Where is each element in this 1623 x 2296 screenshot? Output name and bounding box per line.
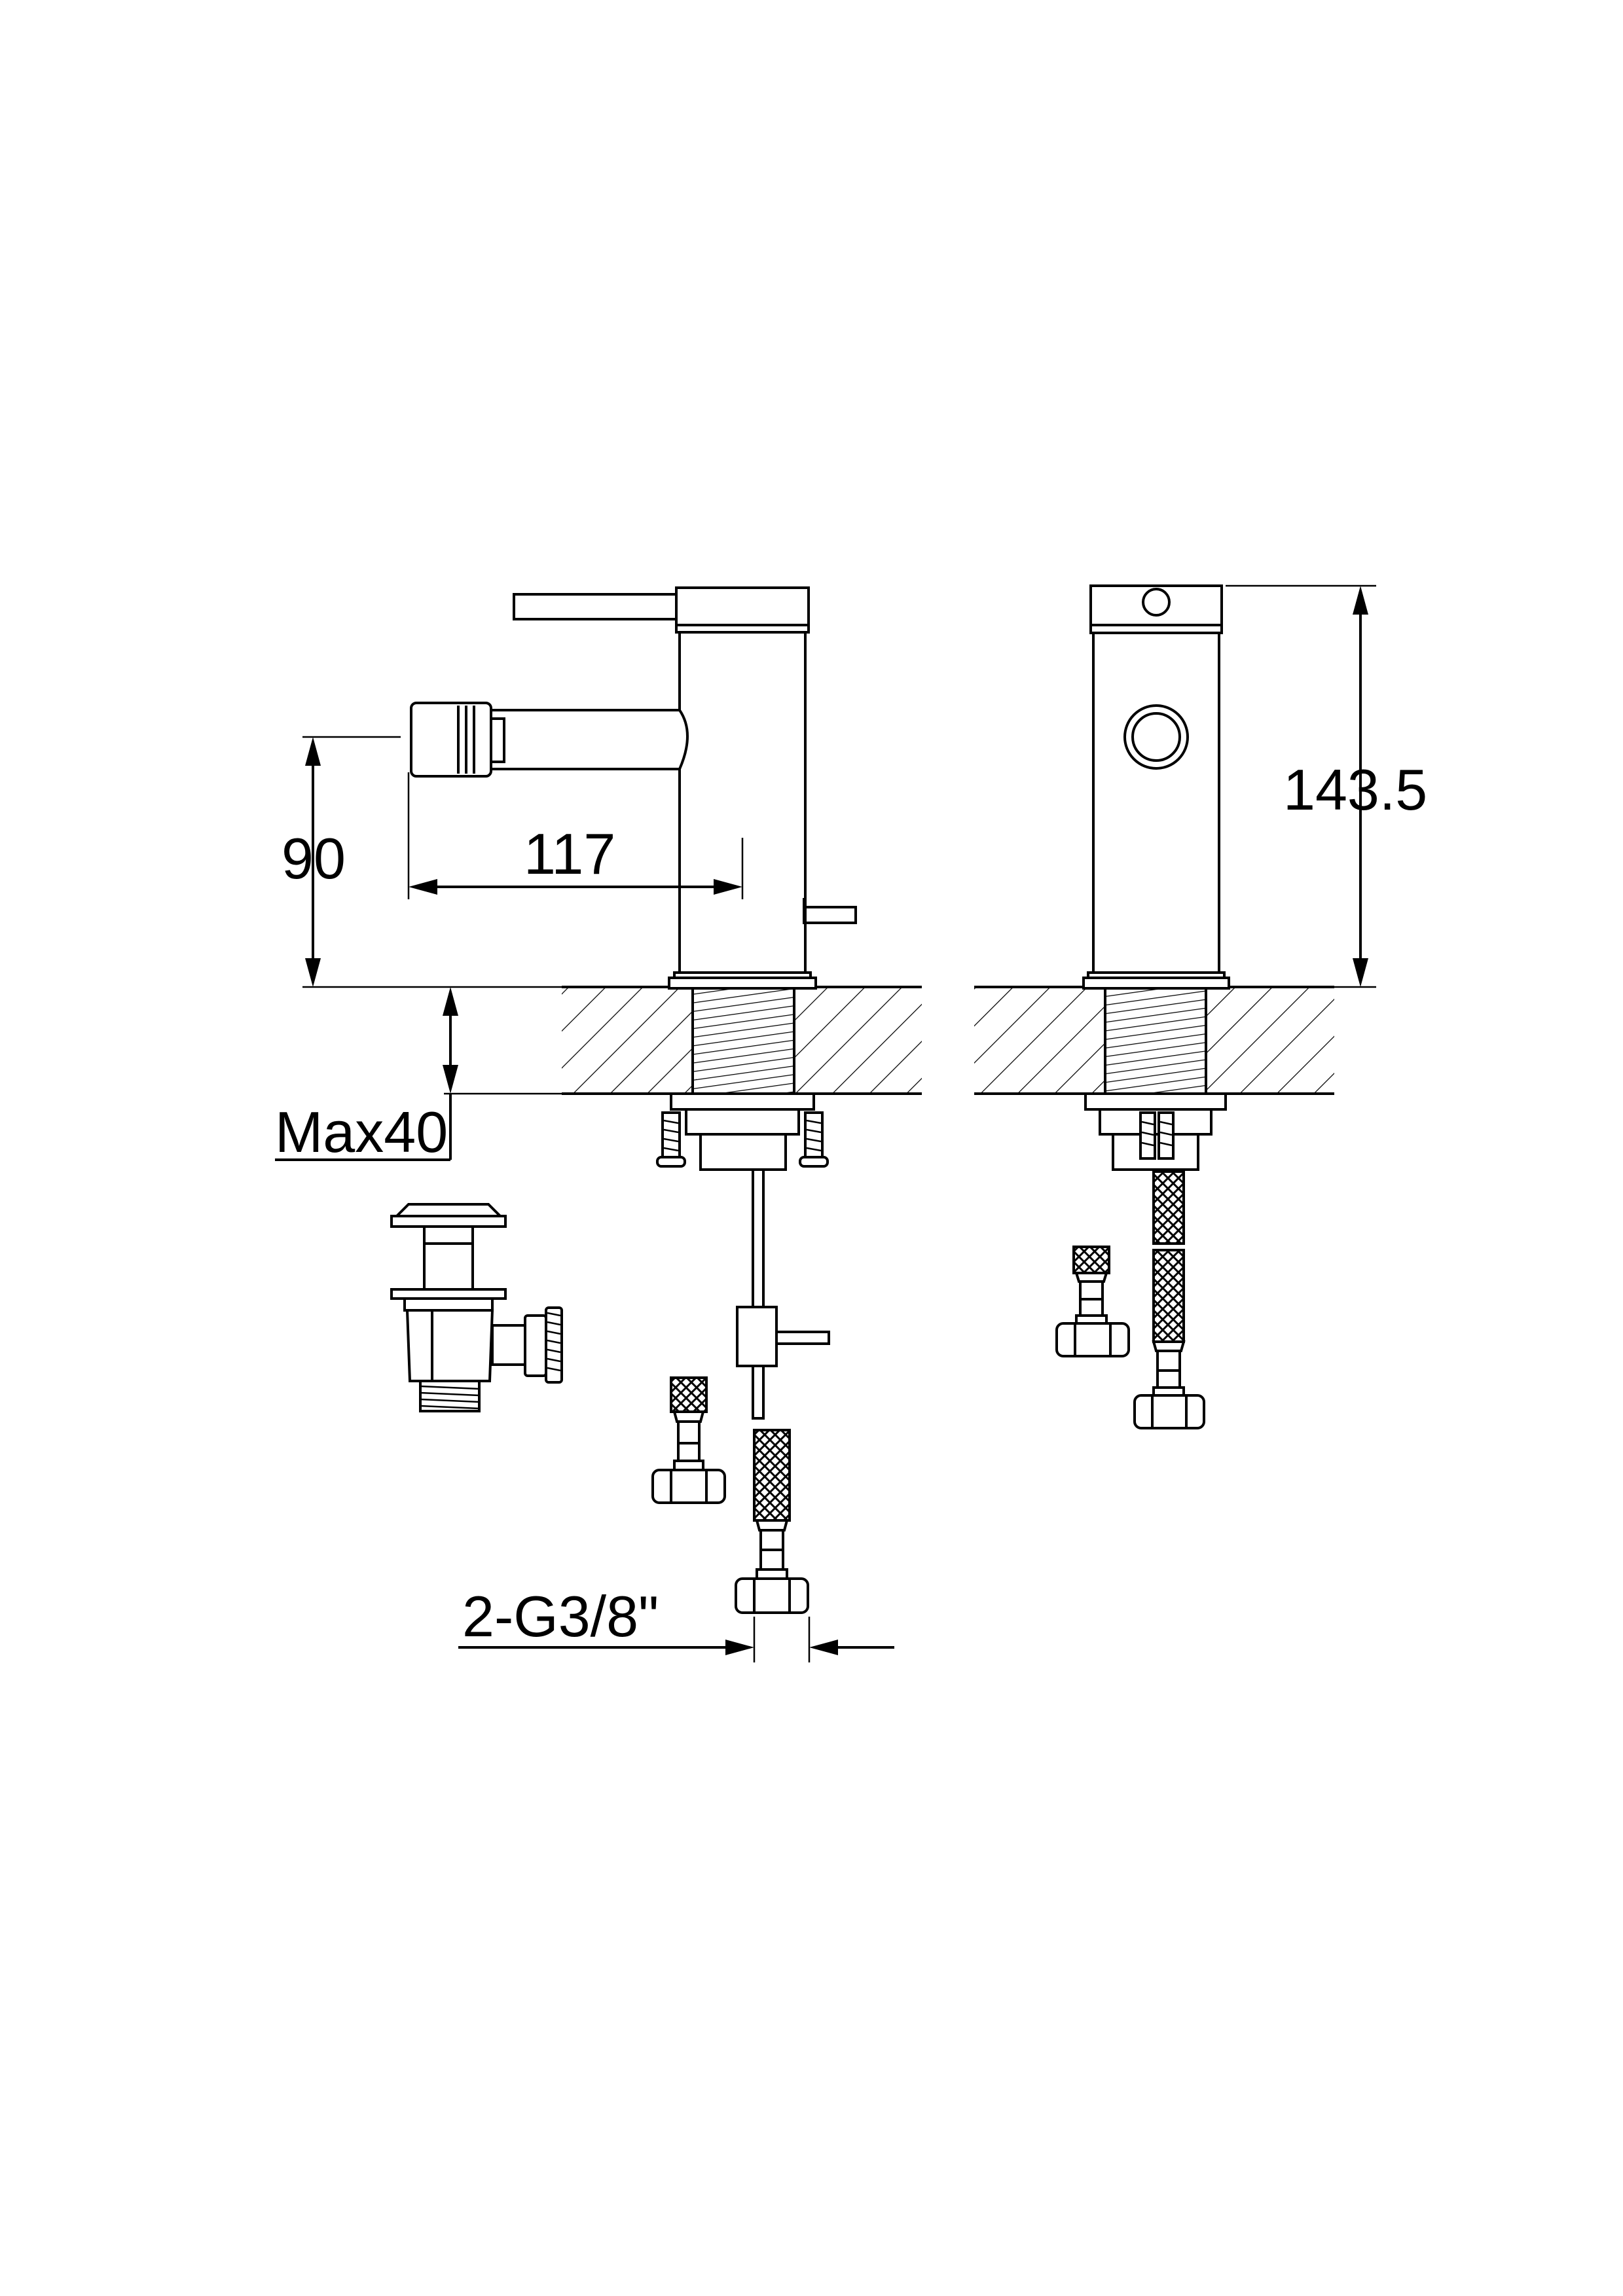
dimension-connection: 2-G3/8"	[458, 1584, 894, 1662]
projection-label: 117	[524, 821, 615, 886]
front-body	[1092, 632, 1220, 979]
popup-clamp	[736, 1306, 778, 1367]
base-ring	[668, 977, 817, 990]
popup-linkage-rod	[752, 1168, 765, 1308]
height-spout-label: 90	[282, 826, 346, 891]
counter-slab-right	[974, 986, 1334, 1095]
dimension-projection: 117	[407, 772, 744, 899]
counter-slab-left	[562, 986, 922, 1095]
flex-hose-long-left	[735, 1429, 809, 1614]
dimension-overall-height: 143.5	[1226, 584, 1427, 988]
mounting-nut	[699, 1133, 787, 1171]
flex-hose-short-left	[651, 1376, 726, 1504]
max-deck-label: Max40	[275, 1100, 448, 1164]
popup-rod-knob	[804, 906, 857, 924]
dimension-height-spout: 90	[282, 736, 562, 988]
flex-hose-short-right	[1055, 1246, 1130, 1357]
spout-arm	[490, 709, 689, 770]
waste-body	[405, 1309, 494, 1382]
indicator-icon	[1142, 588, 1171, 617]
mounting-washer	[670, 1092, 815, 1111]
mixer-front-view	[1082, 584, 1230, 1245]
connection-label: 2-G3/8"	[462, 1584, 659, 1649]
mixer-body	[678, 631, 807, 979]
overall-height-label: 143.5	[1283, 757, 1427, 822]
flex-hose-long-right	[1133, 1249, 1205, 1429]
front-base-ring	[1082, 977, 1230, 990]
mixer-side-view	[410, 586, 857, 1420]
waste-cap	[390, 1215, 507, 1228]
braided-hose-upper	[1152, 1170, 1185, 1245]
lever-handle	[513, 593, 680, 620]
spray-head	[410, 702, 492, 778]
dimension-max-deck: Max40	[275, 987, 562, 1164]
popup-waste	[390, 1203, 563, 1412]
